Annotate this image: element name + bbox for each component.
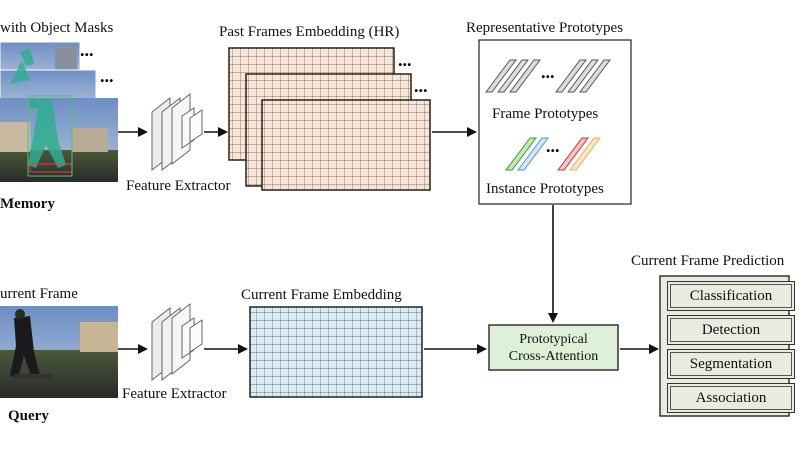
query-frame [0,306,118,398]
frame-prototype-ellipsis: ... [541,62,555,82]
feature-extractor-bottom-icon [151,302,203,382]
prototypes-title: Representative Prototypes [466,20,624,36]
current-frame-embedding [249,306,423,398]
memory-ellipsis-1: ... [80,40,94,60]
feature-extractor-top-icon [151,92,203,172]
past-embedding-ellipsis-1: ... [398,50,412,70]
frame-prototypes-label: Frame Prototypes [492,106,599,122]
memory-frames [0,41,118,182]
prediction-segmentation: Segmentation [667,349,795,379]
past-frames-embedding [228,47,431,191]
prediction-list: Classification Detection Segmentation As… [660,276,801,416]
past-embedding-title: Past Frames Embedding (HR) [219,24,400,40]
query-label: Query [8,408,49,424]
prediction-classification: Classification [667,281,795,311]
instance-prototype-ellipsis: ... [546,136,560,156]
cross-attention-line1: Prototypical [519,331,588,347]
cross-attention-line2: Cross-Attention [508,348,599,364]
memory-label: Memory [0,196,55,212]
instance-prototypes-label: Instance Prototypes [486,181,604,197]
cross-attention-box [488,324,619,371]
prediction-detection: Detection [667,315,795,345]
instance-prototype-bars [505,137,601,171]
flow-arrows [118,127,659,354]
frame-prototype-bars [485,59,611,93]
memory-ellipsis-2: ... [100,66,114,86]
query-title: urrent Frame [0,286,78,302]
prediction-title: Current Frame Prediction [631,253,785,269]
feature-extractor-bottom-label: Feature Extractor [122,386,227,402]
prediction-association: Association [667,383,795,413]
memory-title: with Object Masks [0,20,114,36]
cross-attention-label: Prototypical Cross-Attention [489,325,618,370]
current-embedding-title: Current Frame Embedding [241,287,402,303]
past-embedding-ellipsis-2: ... [414,76,428,96]
feature-extractor-top-label: Feature Extractor [126,178,231,194]
